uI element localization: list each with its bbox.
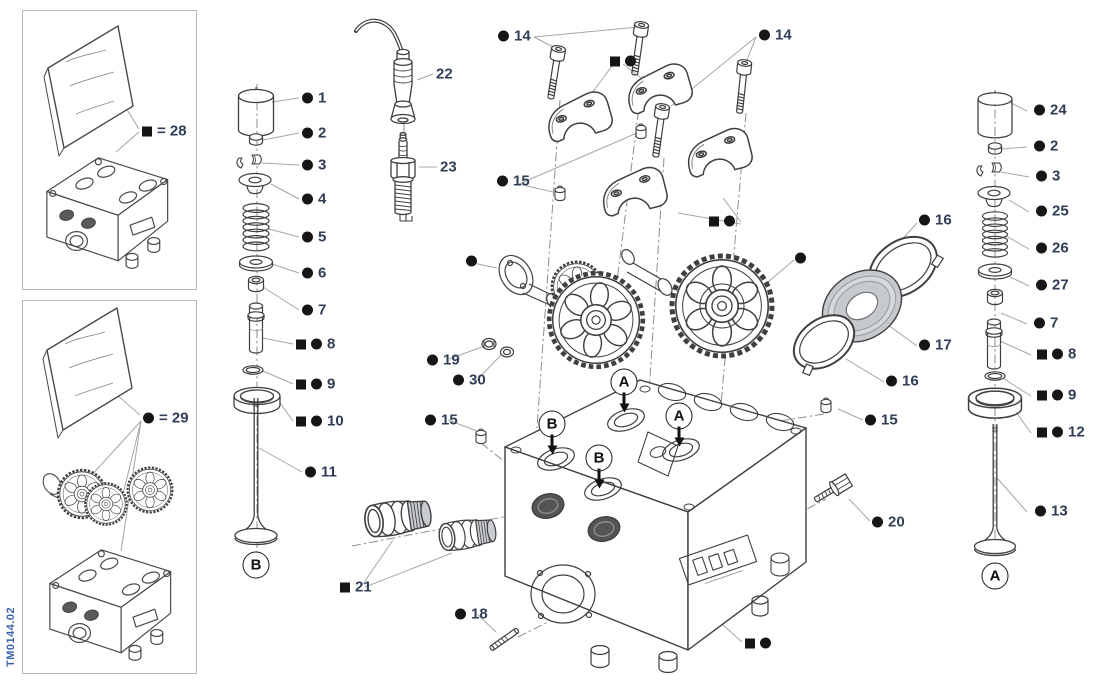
port-sleeve-2 xyxy=(436,515,499,554)
spark-plug-cap xyxy=(390,48,416,125)
valve-intake xyxy=(973,424,1017,557)
camshaft-intake xyxy=(621,249,673,296)
drawing-code: TM0144.02 xyxy=(5,606,17,667)
bearing-rings-and-seal xyxy=(792,235,945,377)
oil-plug-bolt xyxy=(813,473,854,503)
valve-exhaust xyxy=(234,398,278,546)
camshaft-exhaust xyxy=(498,254,560,309)
cam-washer xyxy=(499,346,515,358)
inset-box-gasket-kit xyxy=(22,10,197,290)
inset-box-camshaft-kit xyxy=(22,300,197,674)
camshafts xyxy=(498,249,772,373)
bearing-ring-lower xyxy=(792,314,856,377)
intake-ports xyxy=(531,492,621,543)
spark-plug xyxy=(390,132,416,222)
inset-camshaft-kit xyxy=(42,307,174,661)
cylinder-head xyxy=(504,379,807,674)
camshaft-caps-and-bolts xyxy=(475,20,832,445)
spark-plug-assembly xyxy=(354,18,416,222)
exhaust-flange xyxy=(530,564,596,624)
stud xyxy=(489,627,520,651)
small-hardware xyxy=(361,337,854,651)
valve-stack-intake xyxy=(967,89,1023,557)
valve-stack-exhaust xyxy=(233,86,281,546)
tm-racing-logo xyxy=(678,534,758,586)
cam-nut xyxy=(481,337,497,351)
